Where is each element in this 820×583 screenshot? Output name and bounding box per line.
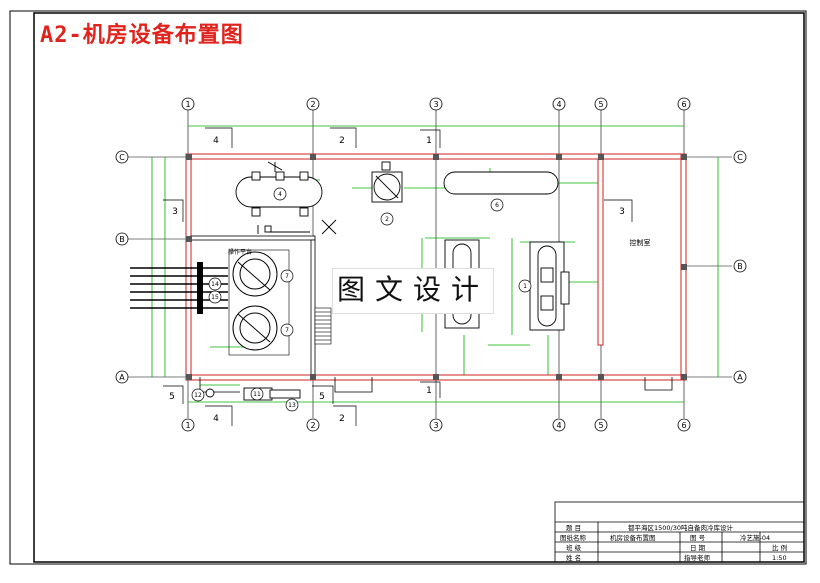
axis-bubbles	[115, 97, 747, 432]
axis-label-top-6: 6	[681, 100, 686, 109]
axis-label-bottom-3: 3	[433, 421, 438, 430]
stair	[314, 307, 332, 345]
axis-label-bottom-4: 4	[556, 421, 561, 430]
tb-r2-label2: 图 号	[690, 534, 706, 542]
tag-13: 13	[288, 402, 296, 409]
marker-bottom-center: 1	[426, 386, 432, 396]
tag-6: 6	[495, 202, 499, 209]
outer-border	[9, 10, 807, 565]
axis-labels: 1 2 3 4 5 6 1 2 3 4 5 6 C B A C B A	[119, 100, 743, 430]
drawing-title: A2-机房设备布置图	[40, 23, 244, 48]
tag-1: 1	[523, 283, 527, 290]
equipment-6	[443, 171, 559, 195]
tag-7a: 7	[285, 273, 289, 280]
axis-label-top-3: 3	[433, 100, 438, 109]
marker-bottom-left-2: 4	[213, 414, 219, 424]
axis-label-top-4: 4	[556, 100, 561, 109]
marker-bottom-mid-1: 5	[319, 392, 325, 402]
axis-label-top-1: 1	[185, 100, 190, 109]
room-label-platform: 操作平台	[228, 248, 252, 256]
axis-label-bottom-5: 5	[598, 421, 603, 430]
marker-top-mid: 2	[339, 136, 345, 146]
axis-label-top-5: 5	[598, 100, 603, 109]
tag-14: 14	[211, 281, 219, 288]
tag-7b: 7	[285, 327, 289, 334]
tag-15: 15	[211, 294, 219, 301]
axis-label-left-a: A	[119, 373, 125, 382]
tb-r1-label: 题 目	[566, 524, 581, 532]
tb-r3-label: 班 级	[566, 543, 582, 552]
tb-r1-value: 都平海区1500/30吨自备肉冷库设计	[628, 523, 734, 532]
marker-bottom-left-1: 5	[169, 392, 175, 402]
section-markers	[163, 127, 633, 426]
room-label-control: 控制室	[630, 238, 651, 247]
marker-left-upper: 3	[172, 207, 178, 217]
axis-label-right-c: C	[737, 153, 743, 162]
tb-r3-label3: 比 例	[772, 543, 787, 552]
tb-r2-value: 机房设备布置图	[610, 533, 656, 542]
axis-label-bottom-6: 6	[681, 421, 686, 430]
axis-label-left-b: B	[119, 235, 125, 244]
axis-label-right-b: B	[737, 262, 743, 271]
axis-label-right-a: A	[737, 373, 743, 382]
tag-4: 4	[278, 191, 282, 198]
tag-2: 2	[385, 216, 389, 223]
equipment-tag-numbers: 4 2 6 1 7 7 14 15 12 11 13	[194, 191, 527, 409]
title-block-text: 题 目 都平海区1500/30吨自备肉冷库设计 图纸名称 机房设备布置图 图 号…	[560, 523, 787, 562]
inner-border	[33, 12, 805, 563]
tb-r3-label2: 日 期	[690, 544, 706, 552]
axis-label-bottom-1: 1	[185, 421, 190, 430]
watermark: 图文设计	[332, 268, 494, 314]
tag-12: 12	[194, 392, 202, 399]
equipment-4	[235, 161, 337, 235]
axis-label-bottom-2: 2	[310, 421, 315, 430]
equipment-7	[228, 249, 290, 356]
marker-bottom-mid-2: 2	[339, 414, 345, 424]
marker-top-left: 4	[213, 136, 219, 146]
marker-top-center: 1	[426, 136, 432, 146]
valves	[197, 262, 203, 314]
tb-r4-label2: 指导老师	[684, 553, 711, 562]
equipment-small	[192, 387, 301, 401]
tag-11: 11	[253, 391, 261, 398]
axis-label-top-2: 2	[310, 100, 315, 109]
tb-r4-value3: 1:50	[772, 554, 787, 562]
axis-label-left-c: C	[119, 153, 125, 162]
marker-right-upper: 3	[619, 207, 625, 217]
columns	[186, 154, 687, 380]
tb-r2-label: 图纸名称	[560, 533, 587, 542]
equipment-tag-circles	[191, 187, 532, 412]
title-block	[554, 501, 805, 563]
section-numbers: 4 2 1 3 3 5 4 5 2 1	[169, 136, 625, 424]
tb-r4-label: 姓 名	[566, 553, 581, 562]
equipment-2	[371, 161, 403, 203]
tb-r2-value2: 冷艺施-04	[740, 533, 770, 542]
